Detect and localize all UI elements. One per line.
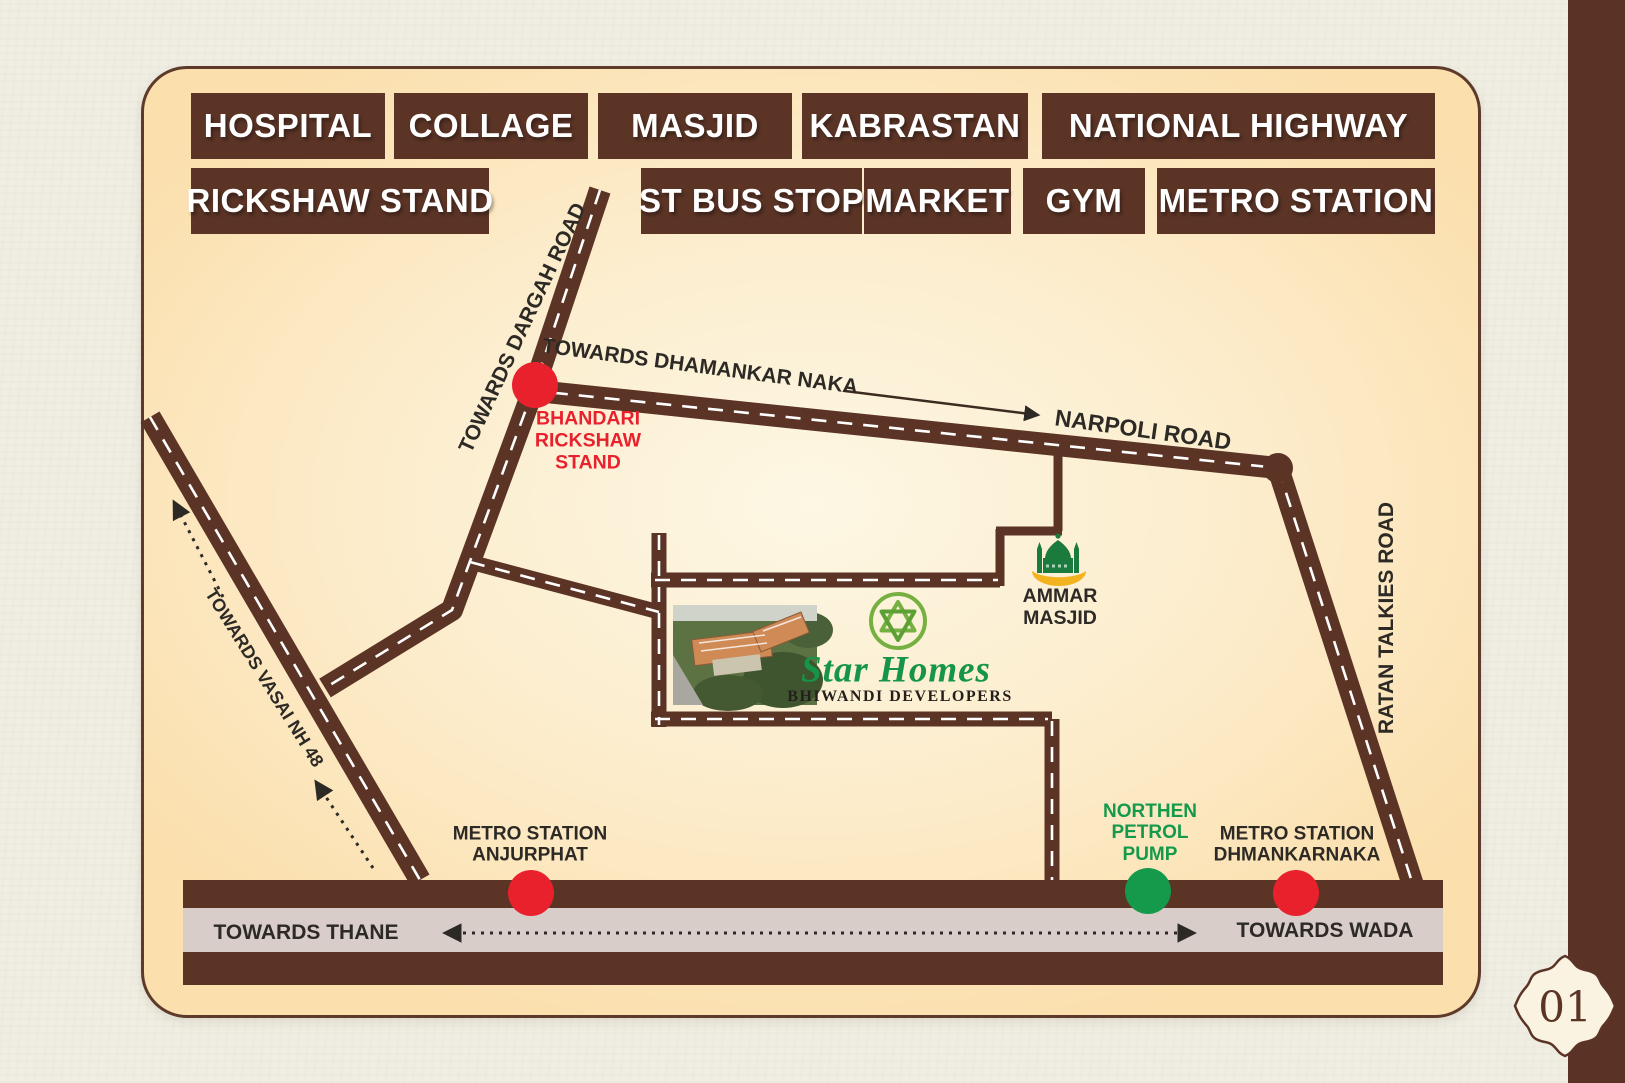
poi-metro-anjurphat: METRO STATION ANJURPHAT [452, 823, 608, 866]
legend-st-bus-stop: ST BUS STOP [639, 168, 863, 234]
poi-northen-petrol-pump: NORTHEN PETROL PUMP [1103, 801, 1197, 865]
mosque-icon [1032, 533, 1086, 586]
legend-national-highway: NATIONAL HIGHWAY [1042, 93, 1435, 159]
legend-metro-station: METRO STATION [1157, 168, 1435, 234]
legend-collage: COLLAGE [394, 93, 588, 159]
narpoli-ratan-junction-dot [1263, 453, 1293, 483]
road-dashes [148, 189, 1415, 886]
petrol-pump-dot [1125, 868, 1171, 914]
poi-ammar-masjid: AMMAR MASJID [1022, 585, 1098, 629]
poi-metro-dhmankarnaka: METRO STATION DHMANKARNAKA [1213, 823, 1381, 866]
legend-masjid: MASJID [598, 93, 792, 159]
page-ornament [1513, 954, 1617, 1058]
page-number: 01 [1538, 982, 1592, 1032]
legend-rickshaw-stand: RICKSHAW STAND [186, 168, 493, 234]
anjurphat-dot [508, 870, 554, 916]
right-border-strip [1568, 0, 1625, 1083]
legend-gym: GYM [1023, 168, 1145, 234]
aerial-photo [673, 605, 833, 711]
dhamankar-direction-arrow [844, 389, 1041, 422]
star-knot-icon [869, 592, 927, 650]
brand-developer: BHIWANDI DEVELOPERS [787, 688, 1013, 705]
dhmankarnaka-dot [1273, 870, 1319, 916]
road-label-towards-thane: TOWARDS THANE [213, 921, 399, 944]
bhandari-dot [512, 362, 558, 408]
road-label-ratan-talkies: RATAN TALKIES ROAD [1375, 501, 1398, 735]
legend-market: MARKET [864, 168, 1011, 234]
legend-hospital: HOSPITAL [191, 93, 385, 159]
brand-name: Star Homes [801, 649, 991, 691]
poi-bhandari-rickshaw-stand: BHANDARI RICKSHAW STAND [534, 407, 642, 473]
road-label-towards-wada: TOWARDS WADA [1236, 919, 1414, 942]
legend-kabrastan: KABRASTAN [802, 93, 1028, 159]
roads-layer [140, 186, 1424, 889]
